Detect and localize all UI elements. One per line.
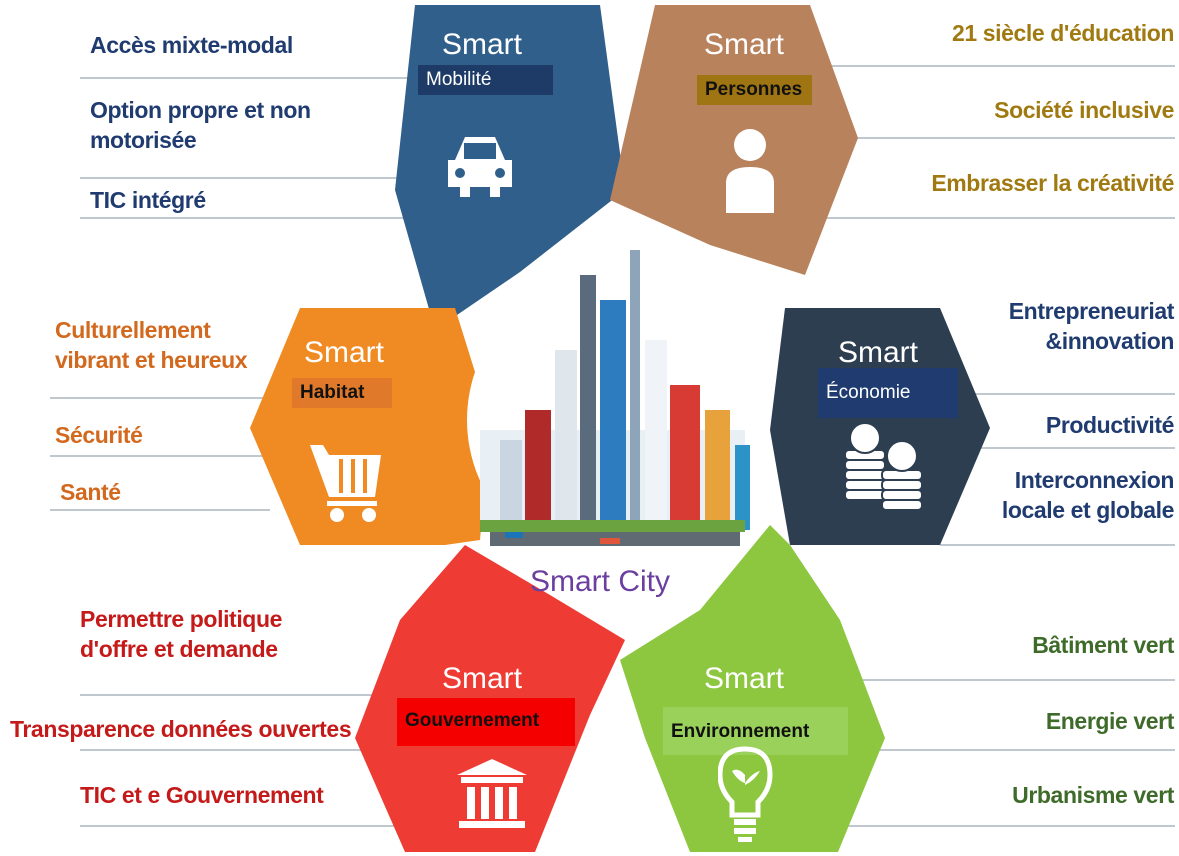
- mobilite-tag: Mobilité: [418, 65, 553, 95]
- habitat-tag: Habitat: [292, 378, 392, 408]
- gouvernement-item-1: Permettre politique d'offre et demande: [80, 606, 282, 662]
- person-icon: [726, 129, 774, 213]
- economie-tag: Économie: [818, 368, 958, 418]
- mobilite-smart-label: Smart: [442, 28, 523, 61]
- gouvernement-item-2: Transparence données ouvertes: [10, 716, 352, 742]
- economie-smart-label: Smart: [838, 336, 919, 369]
- environnement-item-3: Urbanisme vert: [1012, 782, 1174, 808]
- hexagon-habitat[interactable]: [250, 308, 490, 545]
- environnement-item-1: Bâtiment vert: [1032, 632, 1174, 658]
- car-icon: [448, 137, 512, 197]
- mobilite-item-1: Accès mixte-modal: [90, 32, 293, 58]
- habitat-smart-label: Smart: [304, 336, 385, 369]
- city-skyline-illustration: [480, 250, 750, 546]
- hexagon-personnes[interactable]: [610, 5, 858, 275]
- personnes-tag: Personnes: [697, 75, 812, 105]
- coins-icon: [844, 422, 923, 511]
- gouvernement-tag: Gouvernement: [397, 698, 575, 746]
- gouvernement-item-3: TIC et e Gouvernement: [80, 782, 324, 808]
- economie-item-2: Productivité: [1045, 412, 1175, 438]
- personnes-item-2: Société inclusive: [994, 97, 1174, 123]
- habitat-item-3: Santé: [60, 479, 121, 505]
- economie-item-1: Entrepreneuriat &innovation: [1008, 298, 1175, 354]
- personnes-smart-label: Smart: [704, 28, 785, 61]
- habitat-item-1: Culturellement vibrant et heureux: [55, 317, 248, 373]
- lightbulb-icon: [718, 746, 773, 842]
- personnes-item-3: Embrasser la créativité: [931, 170, 1174, 196]
- hexagon-economie[interactable]: [770, 308, 990, 545]
- building-icon: [457, 759, 527, 828]
- environnement-tag: Environnement: [663, 707, 848, 755]
- mobilite-item-3: TIC intégré: [90, 187, 206, 213]
- personnes-item-1: 21 siècle d'éducation: [951, 20, 1174, 46]
- habitat-item-2: Sécurité: [55, 422, 143, 448]
- environnement-smart-label: Smart: [704, 662, 785, 695]
- hexagon-environnement[interactable]: [620, 525, 885, 852]
- mobilite-item-2: Option propre et non motorisée: [90, 97, 311, 153]
- economie-item-3: Interconnexion locale et globale: [1001, 467, 1175, 523]
- center-title: Smart City: [530, 565, 671, 598]
- cart-icon: [310, 445, 381, 522]
- gouvernement-smart-label: Smart: [442, 662, 523, 695]
- environnement-item-2: Energie vert: [1045, 708, 1175, 734]
